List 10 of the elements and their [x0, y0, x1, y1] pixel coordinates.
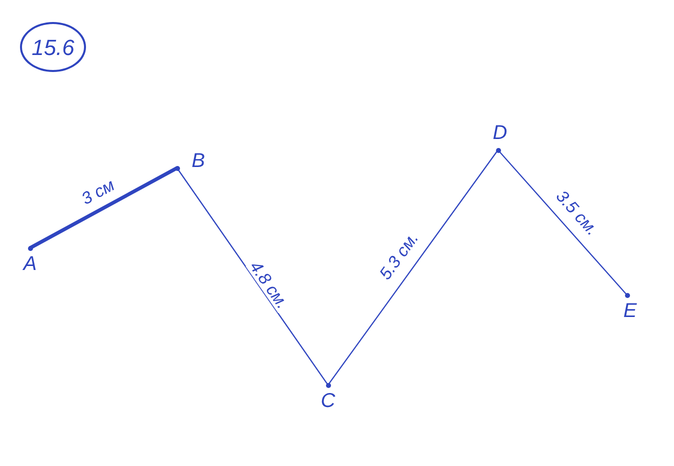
- point-letter: B: [192, 149, 205, 174]
- line-segment: [498, 150, 628, 296]
- line-segment: [29, 166, 178, 250]
- point-letter: E: [623, 299, 637, 324]
- point-letter: C: [320, 389, 336, 414]
- point-letter: A: [23, 252, 37, 277]
- line-segment: [176, 168, 328, 386]
- point-letter: D: [492, 121, 508, 146]
- line-segment: [328, 150, 498, 386]
- task-number: 15.6: [20, 22, 86, 72]
